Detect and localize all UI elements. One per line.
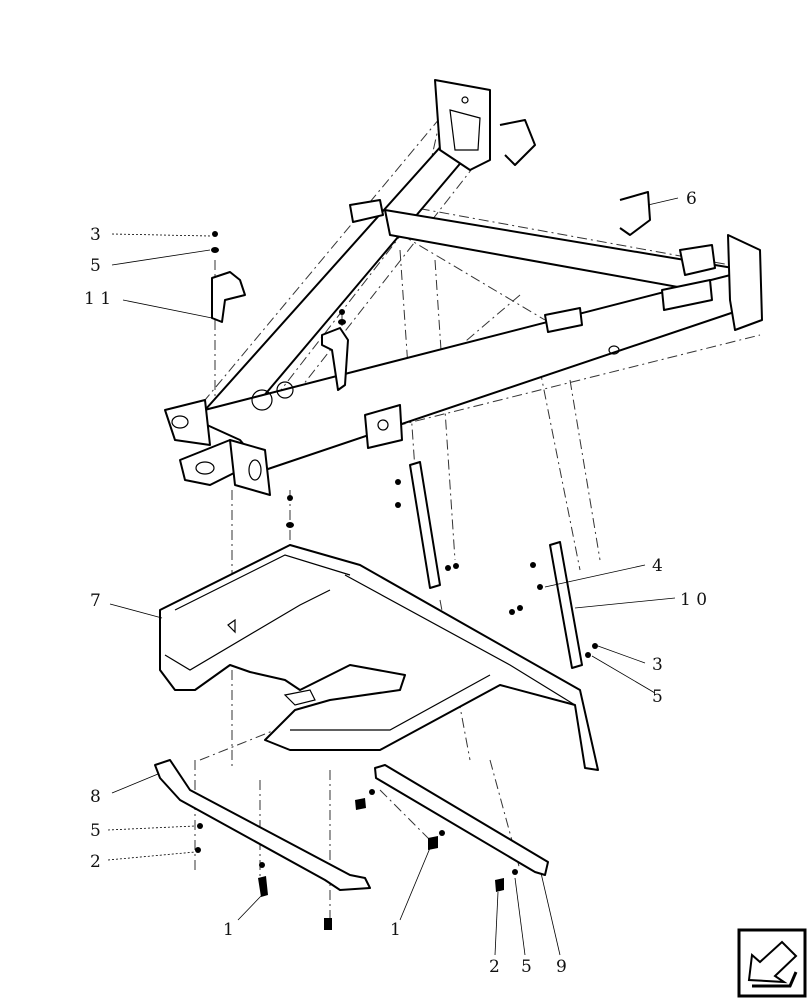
- strap-part-10: [409, 461, 583, 669]
- callout-7: 7: [90, 591, 101, 611]
- callout-4: 4: [652, 556, 663, 576]
- callout-2-bottom: 2: [489, 957, 500, 977]
- hitch-frame: [164, 79, 763, 496]
- callout-leader-lines: [107, 197, 679, 956]
- strap-part-9: [374, 764, 549, 876]
- callout-3-right: 3: [652, 655, 663, 675]
- callout-labels: 3 5 1 1 6 4 1 0 7 3 5 8 5 2 1 1 2 5 9: [84, 189, 707, 977]
- callout-3-top: 3: [90, 225, 101, 245]
- callout-5-bottom: 5: [521, 957, 532, 977]
- callout-8: 8: [90, 787, 101, 807]
- callout-1-right: 1: [390, 920, 401, 940]
- callout-9: 9: [556, 957, 567, 977]
- callout-5-top: 5: [90, 256, 101, 276]
- bracket-part-11: [211, 271, 349, 391]
- callout-10: 1 0: [680, 590, 707, 610]
- callout-11: 1 1: [84, 289, 111, 309]
- callout-1-left: 1: [223, 920, 234, 940]
- callout-2-left: 2: [90, 852, 101, 872]
- callout-6: 6: [686, 189, 697, 209]
- callout-5-right: 5: [652, 687, 663, 707]
- callout-5-left: 5: [90, 821, 101, 841]
- shield-part-7: [159, 544, 599, 771]
- previous-page-arrow-icon[interactable]: [737, 928, 807, 998]
- strap-part-8: [154, 759, 371, 891]
- u-bolt-part-6: [499, 119, 651, 236]
- hardware-fasteners: [195, 231, 598, 930]
